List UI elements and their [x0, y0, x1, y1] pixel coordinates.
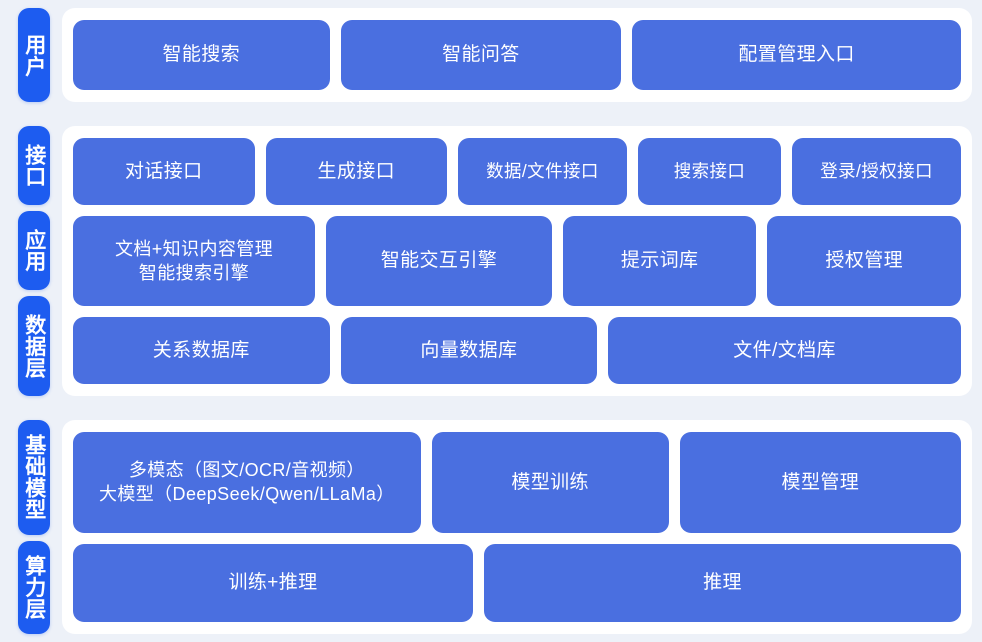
rail-label-compute-layer: 算力层: [18, 540, 50, 634]
section-user: 用户 智能搜索 智能问答 配置管理入口: [0, 0, 982, 110]
rail-platform-group: 接口 应用 数据层: [0, 118, 62, 404]
box-train-and-infer-label: 训练+推理: [228, 572, 318, 594]
rail-label-interface: 接口: [18, 126, 50, 205]
box-login-auth-api-label: 登录/授权接口: [820, 160, 933, 181]
row-interface: 对话接口 生成接口 数据/文件接口 搜索接口 登录/授权接口: [73, 138, 961, 206]
box-doc-knowledge-mgmt-line-1: 文档+知识内容管理: [114, 238, 274, 259]
box-inference-label: 推理: [703, 572, 742, 594]
box-relational-db-label: 关系数据库: [152, 339, 250, 361]
box-data-file-api[interactable]: 数据/文件接口: [458, 138, 627, 206]
box-generation-api[interactable]: 生成接口: [265, 138, 448, 206]
box-auth-management[interactable]: 授权管理: [767, 216, 962, 306]
box-config-admin-entry[interactable]: 配置管理入口: [632, 20, 961, 90]
box-smart-search[interactable]: 智能搜索: [73, 20, 330, 90]
box-file-doc-store-label: 文件/文档库: [733, 339, 836, 361]
box-login-auth-api[interactable]: 登录/授权接口: [792, 138, 961, 206]
row-foundation-model: 多模态（图文/OCR/音视频） 大模型（DeepSeek/Qwen/LLaMa）…: [73, 432, 961, 533]
box-multimodal-llm[interactable]: 多模态（图文/OCR/音视频） 大模型（DeepSeek/Qwen/LLaMa）: [73, 432, 421, 533]
box-model-management-label: 模型管理: [781, 471, 860, 493]
rail-label-foundation-model: 基础模型: [18, 420, 50, 535]
box-prompt-library-label: 提示词库: [620, 250, 699, 272]
rail-user-group: 用户: [0, 0, 62, 110]
rail-label-user: 用户: [18, 8, 50, 102]
row-application: 文档+知识内容管理 智能搜索引擎 智能交互引擎 提示词库 授权管理: [73, 216, 962, 306]
box-vector-db[interactable]: 向量数据库: [340, 316, 598, 384]
box-inference[interactable]: 推理: [484, 543, 961, 623]
box-model-training-label: 模型训练: [511, 471, 589, 493]
box-model-management[interactable]: 模型管理: [679, 432, 961, 533]
box-multimodal-llm-line-1: 多模态（图文/OCR/音视频）: [128, 460, 365, 481]
panel-infrastructure: 多模态（图文/OCR/音视频） 大模型（DeepSeek/Qwen/LLaMa）…: [62, 420, 972, 634]
row-compute-layer: 训练+推理 推理: [73, 543, 961, 623]
row-user: 智能搜索 智能问答 配置管理入口: [73, 20, 961, 90]
rail-label-data-layer: 数据层: [18, 295, 50, 396]
box-train-and-infer[interactable]: 训练+推理: [73, 543, 474, 623]
box-search-api-label: 搜索接口: [673, 160, 746, 181]
box-smart-qa[interactable]: 智能问答: [340, 20, 622, 90]
box-interaction-engine[interactable]: 智能交互引擎: [326, 216, 552, 306]
box-dialog-api[interactable]: 对话接口: [73, 138, 255, 206]
box-auth-management-label: 授权管理: [825, 250, 904, 272]
box-smart-search-label: 智能搜索: [162, 44, 241, 66]
box-multimodal-llm-line-2: 大模型（DeepSeek/Qwen/LLaMa）: [98, 484, 395, 505]
box-config-admin-entry-label: 配置管理入口: [738, 44, 855, 66]
box-file-doc-store[interactable]: 文件/文档库: [608, 316, 962, 384]
box-model-training[interactable]: 模型训练: [431, 432, 669, 533]
section-platform: 接口 应用 数据层 对话接口 生成接口 数据/文件接口 搜索接口: [0, 118, 982, 404]
box-doc-knowledge-mgmt-line-2: 智能搜索引擎: [138, 263, 250, 283]
box-generation-api-label: 生成接口: [317, 160, 396, 182]
box-dialog-api-label: 对话接口: [124, 160, 203, 182]
rail-infrastructure-group: 基础模型 算力层: [0, 412, 62, 642]
box-interaction-engine-label: 智能交互引擎: [380, 250, 498, 272]
panel-user: 智能搜索 智能问答 配置管理入口: [62, 8, 972, 102]
box-search-api[interactable]: 搜索接口: [637, 138, 782, 206]
section-infrastructure: 基础模型 算力层 多模态（图文/OCR/音视频） 大模型（DeepSeek/Qw…: [0, 412, 982, 642]
box-data-file-api-label: 数据/文件接口: [486, 160, 599, 181]
box-relational-db[interactable]: 关系数据库: [73, 316, 330, 384]
box-doc-knowledge-mgmt[interactable]: 文档+知识内容管理 智能搜索引擎: [73, 216, 315, 306]
panel-platform: 对话接口 生成接口 数据/文件接口 搜索接口 登录/授权接口 文档+知识内容: [62, 126, 972, 396]
rail-label-application: 应用: [18, 210, 50, 290]
box-prompt-library[interactable]: 提示词库: [562, 216, 757, 306]
box-smart-qa-label: 智能问答: [442, 44, 520, 66]
box-vector-db-label: 向量数据库: [420, 339, 518, 361]
row-data-layer: 关系数据库 向量数据库 文件/文档库: [73, 316, 962, 384]
